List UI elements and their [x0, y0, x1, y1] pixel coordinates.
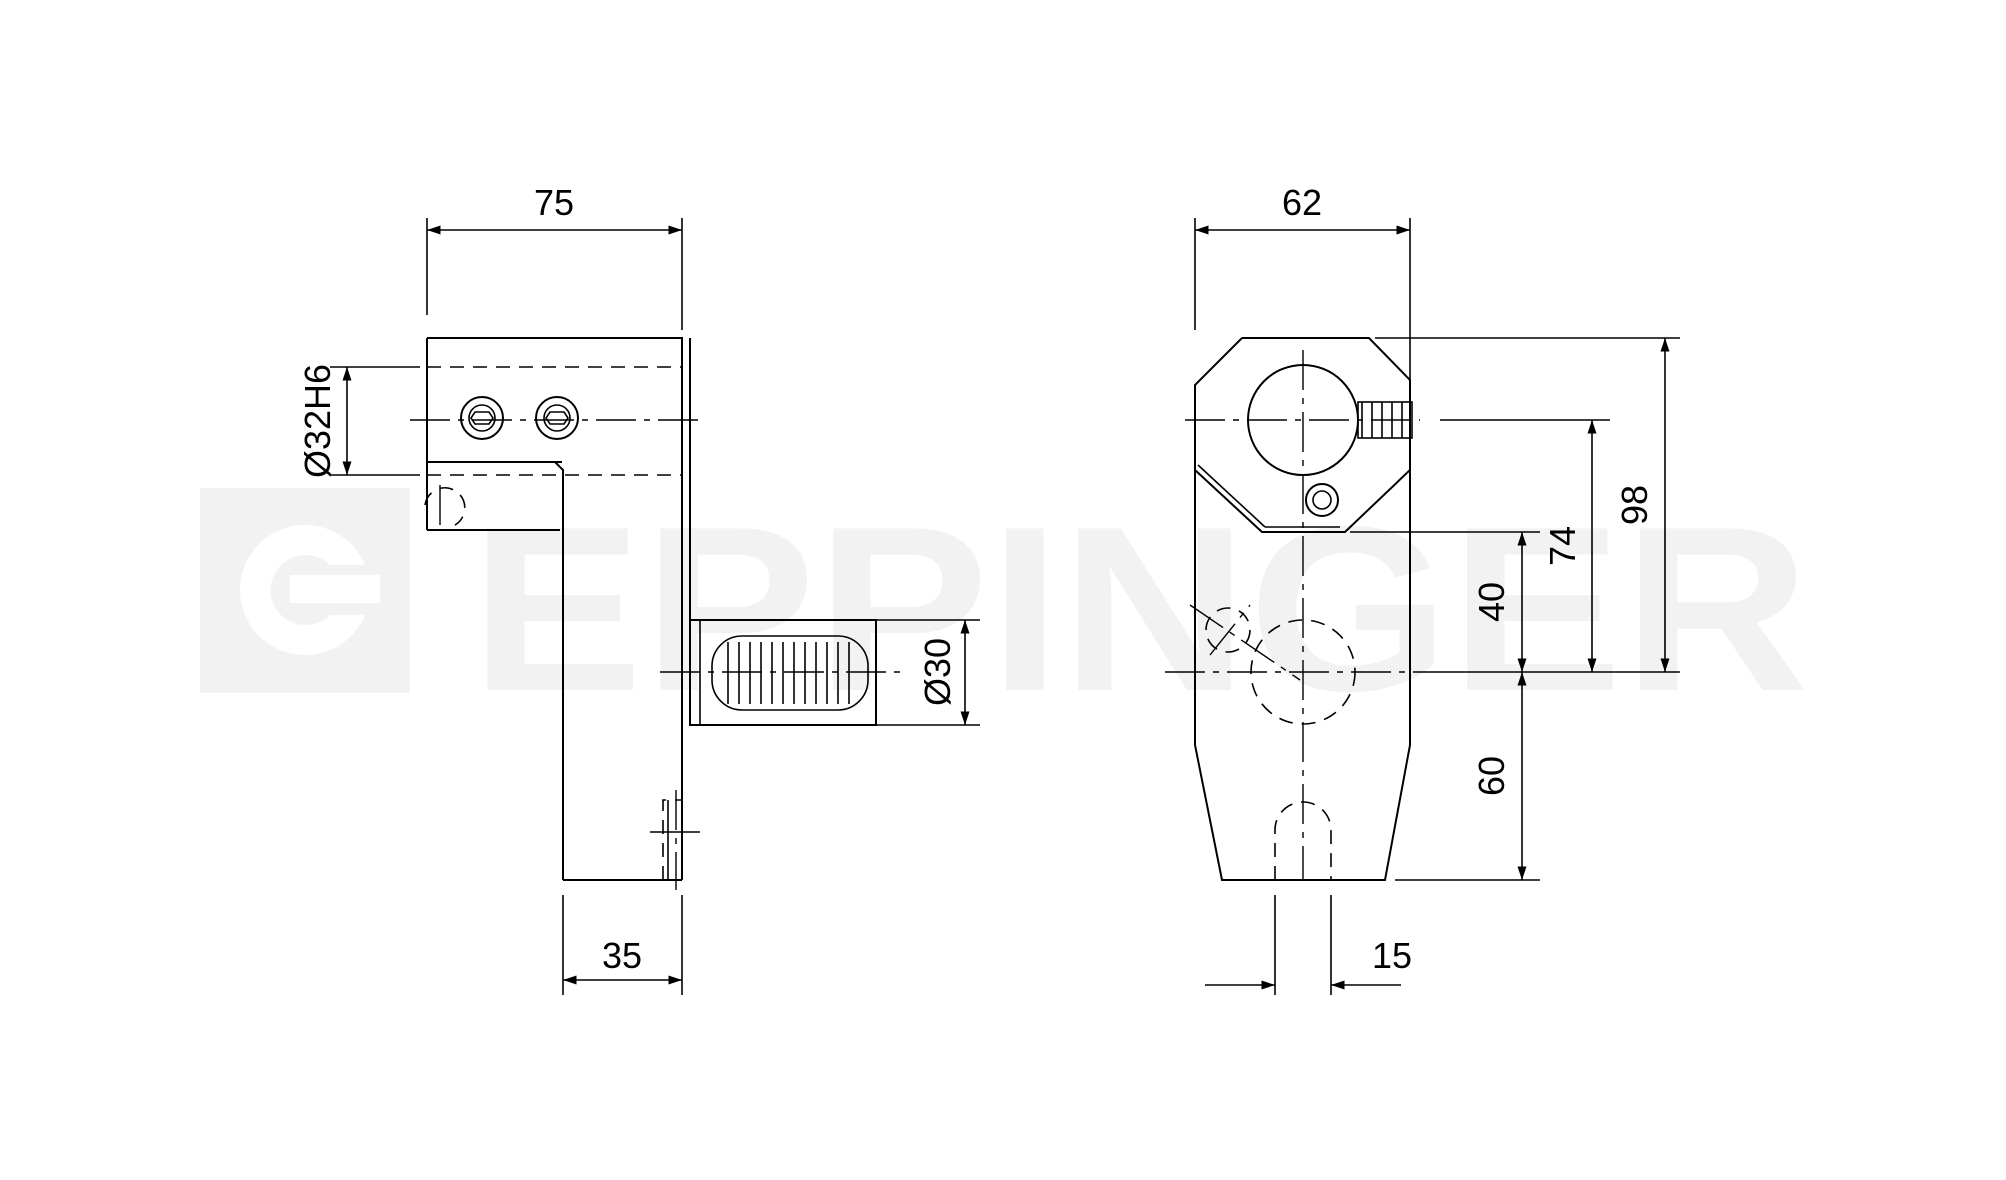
- brand-logo-icon: [200, 488, 410, 693]
- hidden-pin-icon: [424, 485, 466, 526]
- clamp-screw-icon: [460, 396, 504, 440]
- dim-base-35: 35: [602, 935, 642, 976]
- dim-width-62: 62: [1282, 182, 1322, 223]
- clamp-screw-icon: [535, 396, 579, 440]
- dim-60: 60: [1471, 756, 1512, 796]
- screw-head-icon: [1305, 483, 1339, 517]
- hidden-angled-pin-icon: [1189, 604, 1301, 681]
- side-view: 75 Ø32H6 Ø30 35: [297, 182, 980, 995]
- brand-wordmark: EPPINGER: [470, 477, 1810, 740]
- front-view: 62 98 74 40 60 15: [1165, 182, 1680, 995]
- dim-width-75: 75: [534, 182, 574, 223]
- set-screw-icon: [1357, 401, 1413, 439]
- dim-40: 40: [1471, 582, 1512, 622]
- dim-slot-15: 15: [1372, 935, 1412, 976]
- locating-slot: [1274, 801, 1332, 880]
- hidden-shank-circle: [1165, 619, 1440, 725]
- watermark: EPPINGER: [200, 477, 1810, 740]
- dim-shank-30: Ø30: [917, 638, 958, 706]
- dim-height-98: 98: [1614, 485, 1655, 525]
- threaded-shank: [660, 619, 900, 726]
- dim-bore-32h6: Ø32H6: [297, 364, 338, 478]
- dim-74: 74: [1542, 526, 1583, 566]
- locating-pin-icon: [650, 790, 700, 890]
